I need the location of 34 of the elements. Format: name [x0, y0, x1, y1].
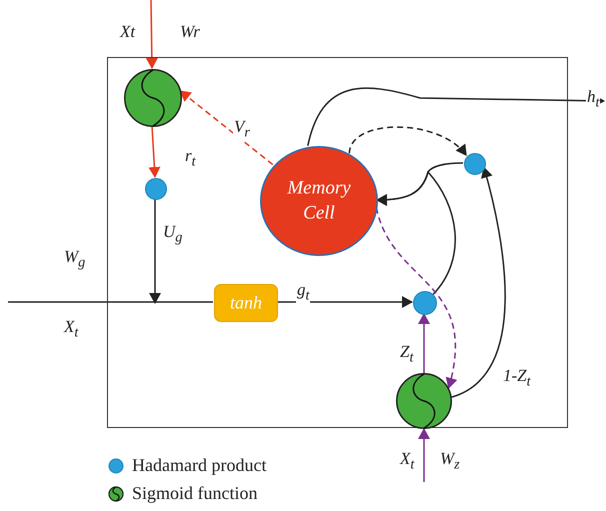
edge-label: U$_{g}$ [162, 223, 184, 245]
variable-label: W$_{g}$ [64, 248, 86, 270]
arrow [418, 313, 430, 373]
memory-ellipse [260, 146, 378, 256]
variable-label: Xt [120, 23, 136, 40]
sigmoid-circle [124, 69, 182, 127]
hadamard-circle [413, 291, 437, 315]
arrow [348, 126, 467, 156]
arrow [148, 126, 160, 178]
variable-label: W$_{z}$ [440, 450, 460, 472]
activation-box [214, 284, 278, 322]
edge-label: h$_{t}$ [586, 88, 600, 110]
edge-label: Z$_{t}$ [399, 343, 414, 365]
node-label: tanh [228, 291, 263, 314]
variable-label: X$_{t}$ [400, 450, 414, 472]
arrow [376, 171, 456, 295]
legend-label: Hadamard product [132, 456, 266, 474]
hadamard-circle [464, 153, 486, 175]
legend-label: Sigmoid function [132, 484, 258, 502]
arrow [376, 207, 457, 389]
arrow [180, 90, 274, 166]
arrow [307, 87, 605, 146]
node-label: Memory Cell [286, 176, 352, 225]
edge-label: 1-Z$_{t}$ [502, 367, 532, 389]
arrow [146, 0, 158, 69]
hadamard-circle [145, 178, 167, 200]
variable-label: Wr [180, 23, 200, 40]
arrow [418, 428, 430, 482]
arrow [451, 166, 506, 398]
edge-label: V$_{r}$ [233, 118, 251, 140]
frame-box [107, 57, 568, 428]
arrow [149, 199, 161, 304]
arrow [277, 296, 413, 308]
variable-label: X$_{t}$ [64, 318, 78, 340]
